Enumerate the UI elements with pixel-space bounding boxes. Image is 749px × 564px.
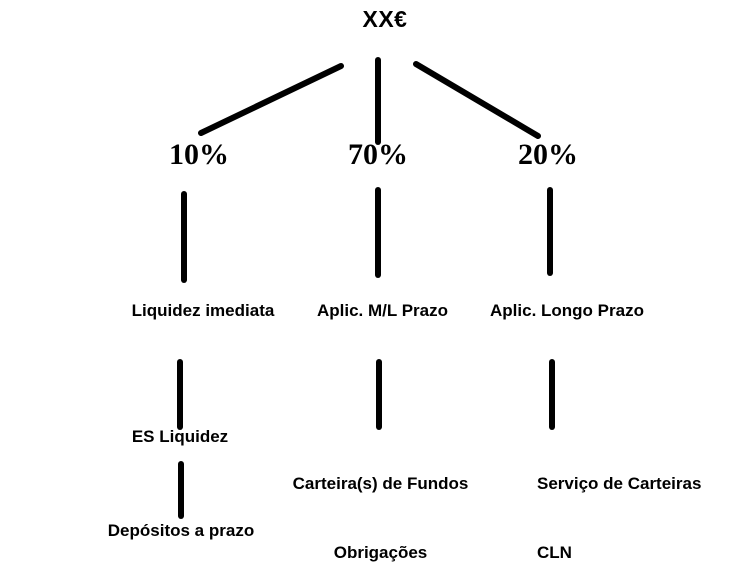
- tier2-label-es-liquidez: ES Liquidez: [131, 427, 229, 446]
- tier2-label-obrigacoes: Obrigações: [333, 542, 428, 562]
- tier1-label-aplic-longo-prazo: Aplic. Longo Prazo: [490, 301, 644, 320]
- tier3-label-depositos-a-prazo: Depósitos a prazo: [107, 521, 255, 540]
- percent-label-10: 10%: [169, 138, 229, 171]
- root-node-label: XX€: [362, 6, 408, 32]
- tier2-group-carteiras-fundos: Carteira(s) de Fundos Obrigações: [288, 427, 473, 564]
- tier2-group-longo-prazo-products: Serviço de Carteiras CLN Seguros/Unit Li…: [537, 427, 749, 564]
- tier2-label-carteiras-fundos: Carteira(s) de Fundos: [292, 473, 469, 493]
- tier1-label-aplic-ml-prazo: Aplic. M/L Prazo: [317, 301, 448, 320]
- percent-label-70: 70%: [348, 138, 408, 171]
- percent-label-20: 20%: [518, 138, 578, 171]
- edge-root-to-10pct: [198, 63, 344, 136]
- edge-root-to-20pct: [413, 61, 541, 139]
- tier2-label-cln: CLN: [537, 542, 572, 562]
- tier2-label-servico-carteiras: Serviço de Carteiras: [537, 473, 702, 493]
- tier1-label-liquidez-imediata: Liquidez imediata: [131, 301, 275, 320]
